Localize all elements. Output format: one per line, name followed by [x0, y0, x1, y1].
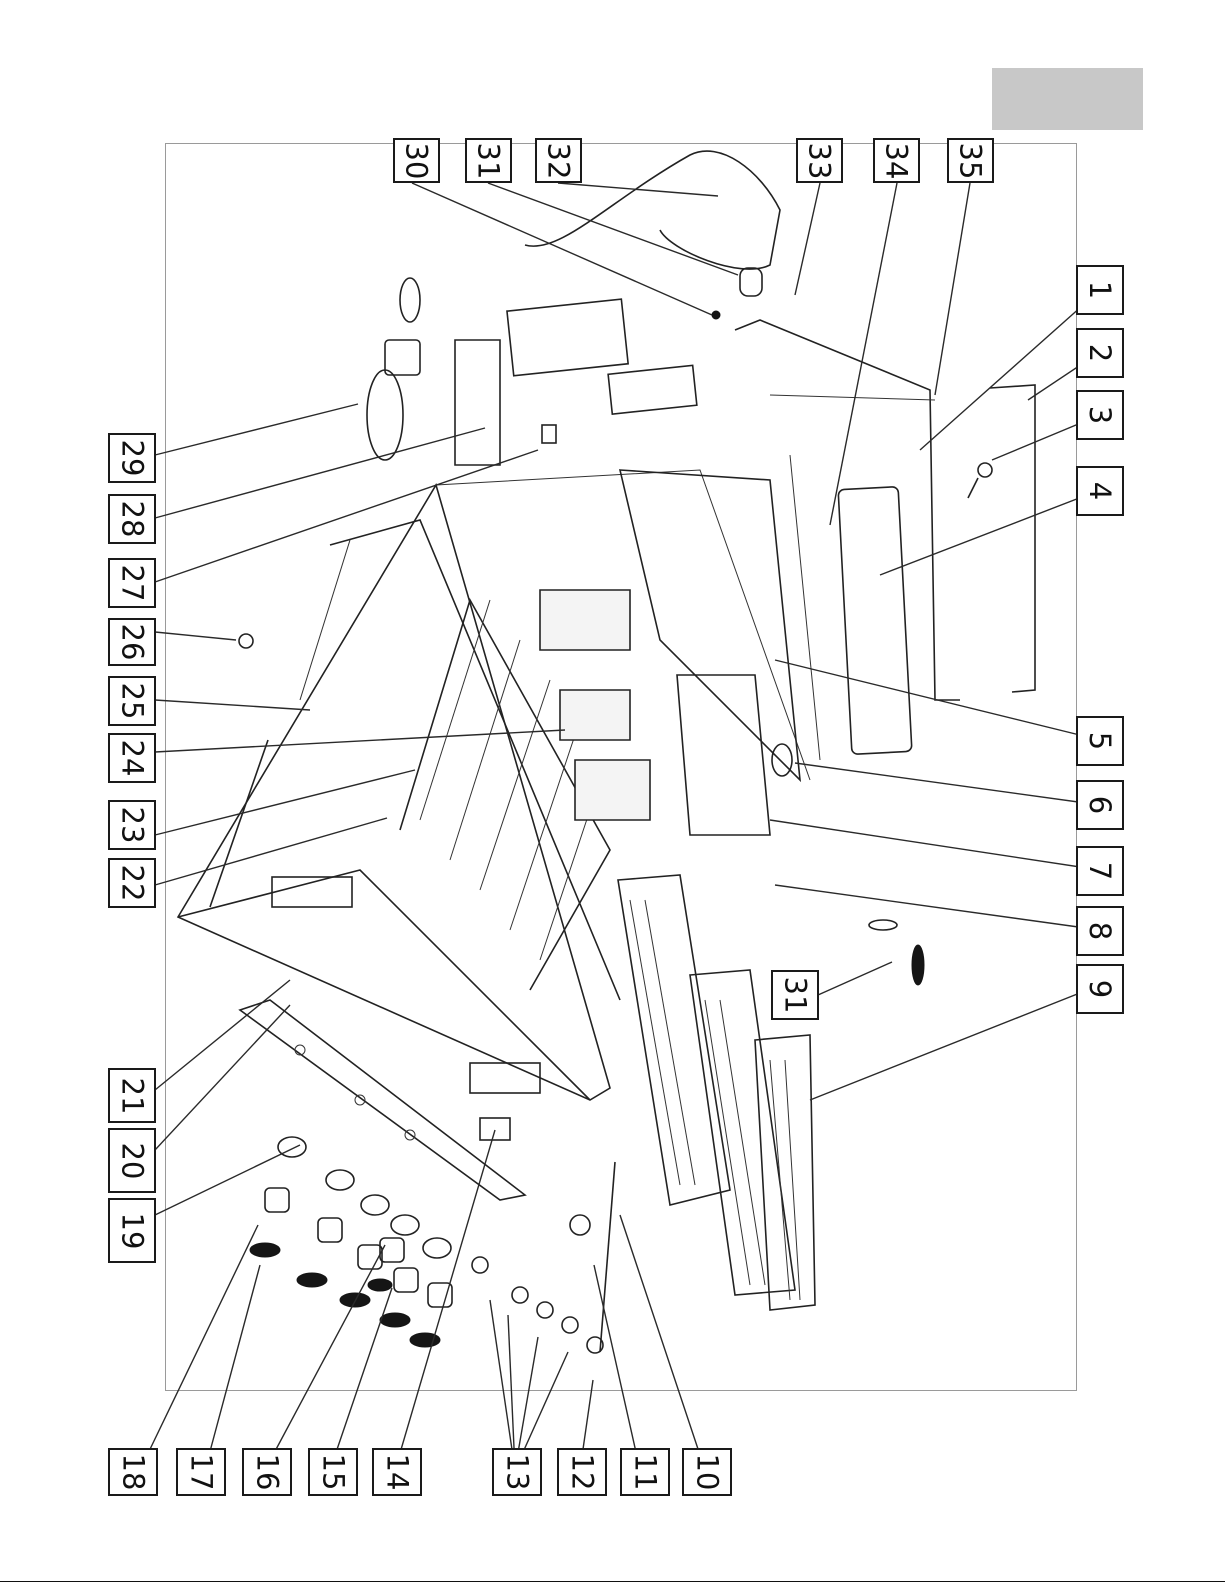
callout-27: 27: [108, 558, 156, 608]
callout-8: 8: [1076, 906, 1124, 956]
callout-19: 19: [108, 1198, 156, 1263]
callout-9: 9: [1076, 964, 1124, 1014]
callout-22: 22: [108, 858, 156, 908]
callout-21: 21: [108, 1068, 156, 1123]
callout-7: 7: [1076, 846, 1124, 896]
callout-17: 17: [176, 1448, 226, 1496]
callout-3: 3: [1076, 390, 1124, 440]
callout-15: 15: [308, 1448, 358, 1496]
callout-10: 10: [682, 1448, 732, 1496]
callout-16: 16: [242, 1448, 292, 1496]
callout-11: 11: [620, 1448, 670, 1496]
callout-26: 26: [108, 618, 156, 666]
callout-4: 4: [1076, 466, 1124, 516]
callout-28: 28: [108, 494, 156, 544]
callout-14: 14: [372, 1448, 422, 1496]
callout-20: 20: [108, 1128, 156, 1193]
callout-13: 13: [492, 1448, 542, 1496]
callout-32: 32: [535, 138, 582, 183]
callout-33: 33: [796, 138, 843, 183]
callout-5: 5: [1076, 716, 1124, 766]
callout-35: 35: [947, 138, 994, 183]
callout-18: 18: [108, 1448, 158, 1496]
callout-12: 12: [557, 1448, 607, 1496]
callout-31-top: 31: [465, 138, 512, 183]
callout-23: 23: [108, 800, 156, 850]
page-bottom-rule: [0, 1581, 1225, 1582]
callout-6: 6: [1076, 780, 1124, 830]
callout-31-inner: 31: [771, 970, 819, 1020]
callout-29: 29: [108, 433, 156, 483]
callout-25: 25: [108, 676, 156, 726]
callout-30: 30: [393, 138, 440, 183]
callout-1: 1: [1076, 265, 1124, 315]
callout-2: 2: [1076, 328, 1124, 378]
callout-34: 34: [873, 138, 920, 183]
callout-24: 24: [108, 733, 156, 783]
